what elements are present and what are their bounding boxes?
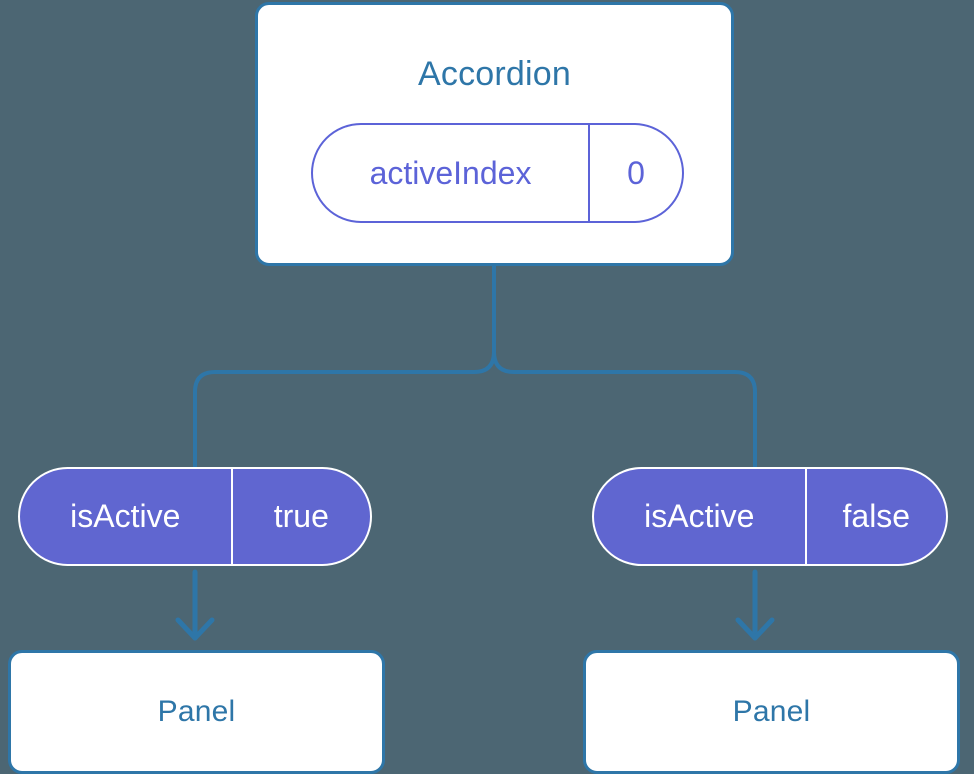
edge-accordion-to-right-pill [492,264,757,470]
left-prop-key: isActive [20,469,233,564]
left-prop-pill[interactable]: isActive true [18,467,372,566]
edge-accordion-to-left-pill [193,264,496,470]
arrow-left-head-icon [175,617,215,641]
accordion-state-pill[interactable]: activeIndex 0 [311,123,684,223]
left-prop-value: true [273,498,329,534]
left-panel-card[interactable]: Panel [8,650,385,774]
accordion-state-value: 0 [627,154,645,191]
right-panel-card[interactable]: Panel [583,650,960,774]
left-panel-title: Panel [157,695,236,728]
right-prop-key: isActive [594,469,807,564]
right-panel-title: Panel [732,695,811,728]
right-prop-value: false [842,498,911,534]
accordion-state-key: activeIndex [313,125,590,221]
right-prop-pill[interactable]: isActive false [592,467,948,566]
accordion-title: Accordion [418,55,571,93]
arrow-right-head-icon [735,617,775,641]
accordion-component-card[interactable]: Accordion activeIndex 0 [255,2,734,266]
